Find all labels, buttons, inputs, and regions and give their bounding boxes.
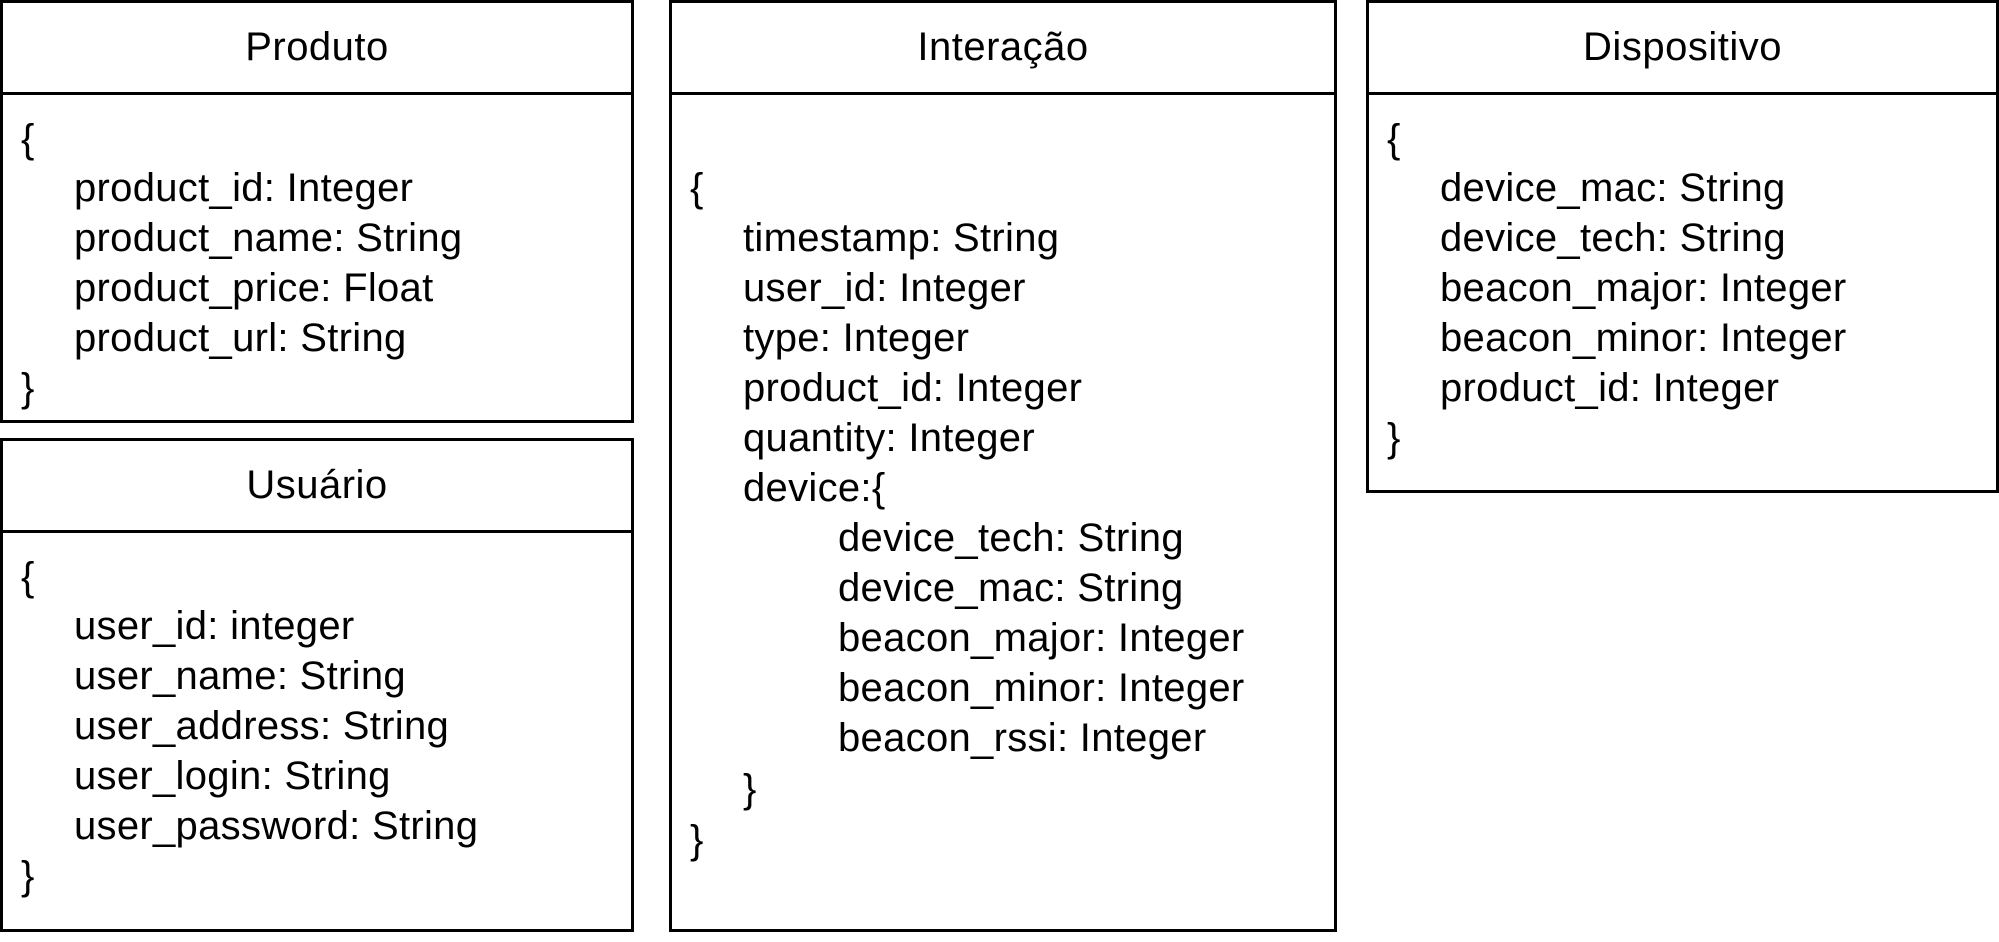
field-quantity: quantity: Integer [743, 416, 1035, 460]
field-device-tech: device_tech: String [838, 516, 1184, 560]
field-user-login: user_login: String [74, 754, 391, 798]
entity-title: Usuário [3, 441, 631, 533]
entity-title: Dispositivo [1369, 3, 1996, 95]
close-brace: } [690, 818, 704, 862]
field-user-password: user_password: String [74, 804, 479, 848]
field-device: device:{ [743, 466, 886, 510]
field-device-tech: device_tech: String [1440, 216, 1786, 260]
field-beacon-minor: beacon_minor: Integer [1440, 316, 1847, 360]
entity-dispositivo: Dispositivo { device_mac: String device_… [1366, 0, 1999, 493]
field-user-id: user_id: Integer [743, 266, 1026, 310]
close-brace: } [1387, 416, 1401, 460]
field-product-name: product_name: String [74, 216, 463, 260]
field-beacon-major: beacon_major: Integer [1440, 266, 1847, 310]
entity-produto: Produto { product_id: Integer product_na… [0, 0, 634, 423]
field-user-address: user_address: String [74, 704, 450, 748]
field-product-price: product_price: Float [74, 266, 434, 310]
field-device-mac: device_mac: String [838, 566, 1184, 610]
field-device-mac: device_mac: String [1440, 166, 1786, 210]
field-timestamp: timestamp: String [743, 216, 1060, 260]
field-product-id: product_id: Integer [743, 366, 1083, 410]
entity-usuario: Usuário { user_id: integer user_name: St… [0, 438, 634, 932]
field-user-id: user_id: integer [74, 604, 355, 648]
close-brace: } [21, 366, 35, 410]
open-brace: { [690, 166, 704, 210]
field-beacon-rssi: beacon_rssi: Integer [838, 716, 1207, 760]
entity-title: Produto [3, 3, 631, 95]
close-brace-inner: } [743, 767, 757, 811]
field-beacon-major: beacon_major: Integer [838, 616, 1245, 660]
field-user-name: user_name: String [74, 654, 406, 698]
field-beacon-minor: beacon_minor: Integer [838, 666, 1245, 710]
field-product-id: product_id: Integer [74, 166, 414, 210]
open-brace: { [21, 117, 35, 161]
close-brace: } [21, 854, 35, 898]
field-product-id: product_id: Integer [1440, 366, 1780, 410]
field-product-url: product_url: String [74, 316, 407, 360]
open-brace: { [21, 555, 35, 599]
field-type: type: Integer [743, 316, 970, 360]
open-brace: { [1387, 117, 1401, 161]
entity-interacao: Interação { timestamp: String user_id: I… [669, 0, 1337, 932]
entity-title: Interação [672, 3, 1334, 95]
